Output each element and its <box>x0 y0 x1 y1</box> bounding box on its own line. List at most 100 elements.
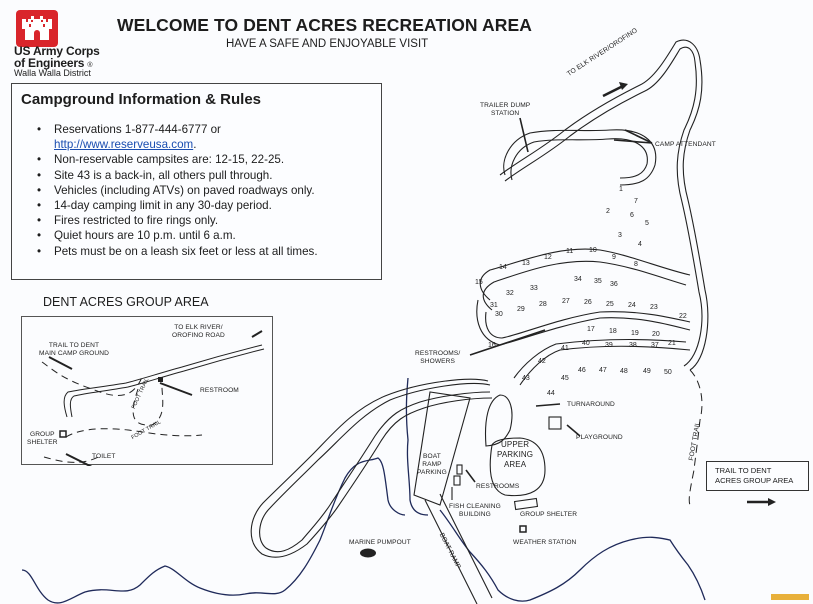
label-boat-parking: BOAT <box>423 453 441 460</box>
campsite-number: 25 <box>606 301 614 308</box>
arrow-head <box>768 498 776 506</box>
campsite-number: 27 <box>562 298 570 305</box>
campsite-number: 24 <box>628 302 636 309</box>
label-dump-station: TRAILER DUMP <box>480 102 531 109</box>
campsite-number: 44 <box>547 390 555 397</box>
label-playground: PLAYGROUND <box>576 434 623 441</box>
rule-punct: . <box>193 138 197 152</box>
label-restrooms-showers-2: SHOWERS <box>420 358 456 365</box>
campsite-number: 33 <box>530 285 538 292</box>
campsite-number: 32 <box>506 290 514 297</box>
campsite-number: 23 <box>650 304 658 311</box>
label-upper-parking-2: PARKING <box>497 450 534 459</box>
campsite-number: 17 <box>587 326 595 333</box>
campsite-number: 48 <box>620 368 628 375</box>
page-subtitle: HAVE A SAFE AND ENJOYABLE VISIT <box>226 38 429 50</box>
marine-pumpout-marker <box>360 548 376 558</box>
castle-icon <box>22 16 52 40</box>
label-trail-main: TRAIL TO DENT <box>48 342 100 349</box>
campsite-number: 37 <box>651 342 659 349</box>
campsite-number: 4 <box>638 241 642 248</box>
label-group-shelter: GROUP SHELTER <box>520 511 578 518</box>
trail-group-text-2: ACRES GROUP AREA <box>715 476 794 485</box>
campsite-number: 16 <box>488 342 496 349</box>
label-boat-parking-3: PARKING <box>417 469 447 476</box>
page-title: WELCOME TO DENT ACRES RECREATION AREA <box>117 15 532 35</box>
campsite-number: 26 <box>584 299 592 306</box>
label-toilet: TOILET <box>92 453 116 460</box>
campsite-number: 42 <box>538 358 546 365</box>
rules-panel: Campground Information & Rules Reservati… <box>11 83 382 280</box>
campsite-number: 20 <box>652 331 660 338</box>
campsite-number: 43 <box>522 375 530 382</box>
watermark-badge <box>771 594 809 600</box>
label-restroom: RESTROOM <box>200 387 239 394</box>
label-restrooms: RESTROOMS <box>476 483 520 490</box>
campsite-number: 41 <box>561 345 569 352</box>
campsite-number: 34 <box>574 276 582 283</box>
campsite-number: 18 <box>609 328 617 335</box>
campsite-number: 8 <box>634 261 638 268</box>
campsite-number: 14 <box>499 264 507 271</box>
campsite-number: 36 <box>610 281 618 288</box>
label-elk-river: TO ELK RIVER/ <box>174 324 223 331</box>
campsite-number: 19 <box>631 330 639 337</box>
label-fish-cleaning-2: BUILDING <box>458 511 491 518</box>
river-shoreline <box>21 377 706 604</box>
label-camp-attendant: CAMP ATTENDANT <box>655 141 716 148</box>
campsite-number: 11 <box>566 248 574 255</box>
parking-and-facilities <box>413 391 562 604</box>
campsite-number: 6 <box>630 212 634 219</box>
campsite-number: 7 <box>634 198 638 205</box>
campsite-number: 47 <box>599 367 607 374</box>
label-elk-river-2: OROFINO ROAD <box>172 332 225 339</box>
campsite-number: 15 <box>475 279 483 286</box>
rule-item: Fires restricted to fire rings only. <box>37 213 318 228</box>
org-line-2-text: of Engineers <box>14 56 85 70</box>
campsite-number: 2 <box>606 208 610 215</box>
org-line-1: US Army Corps <box>14 44 100 58</box>
leader-lines <box>465 117 653 483</box>
label-weather-station: WEATHER STATION <box>513 539 577 546</box>
usace-castle-logo <box>16 10 58 47</box>
campsite-number: 49 <box>643 368 651 375</box>
label-group-shelter: GROUP <box>29 431 55 438</box>
label-turnaround: TURNAROUND <box>567 401 615 408</box>
rule-item: Quiet hours are 10 p.m. until 6 a.m. <box>37 228 318 243</box>
foot-trail <box>688 369 703 506</box>
campsite-number: 5 <box>645 220 649 227</box>
label-upper-parking-3: AREA <box>503 460 527 469</box>
campsite-number: 29 <box>517 306 525 313</box>
label-upper-parking: UPPER <box>501 440 530 449</box>
reservation-link[interactable]: http://www.reserveusa.com <box>54 138 194 152</box>
rule-item: 14-day camping limit in any 30-day perio… <box>37 198 318 213</box>
campsite-number: 40 <box>582 340 590 347</box>
campsite-number: 12 <box>544 254 552 261</box>
rule-item: Non-reservable campsites are: 12-15, 22-… <box>37 152 318 167</box>
campsite-number: 30 <box>495 311 503 318</box>
campsite-number: 9 <box>612 254 616 261</box>
campsite-number: 1 <box>619 186 623 193</box>
org-line-2: of Engineers ® <box>14 57 100 72</box>
label-dump-station-2: STATION <box>491 110 520 117</box>
campsite-number: 50 <box>664 369 672 376</box>
label-boat-parking-2: RAMP <box>422 461 442 468</box>
campsite-number: 38 <box>629 342 637 349</box>
rule-item: Site 43 is a back-in, all others pull th… <box>37 168 318 183</box>
trail-group-text-1: TRAIL TO DENT <box>715 466 772 475</box>
rule-item: Reservations 1-877-444-6777 or http://www… <box>37 122 318 152</box>
group-area-drawing <box>41 330 265 466</box>
campsite-number: 28 <box>539 301 547 308</box>
label-restrooms-showers: RESTROOMS/ <box>415 350 461 357</box>
campsite-number: 31 <box>490 302 498 309</box>
org-name: US Army Corps of Engineers ® <box>14 45 100 72</box>
arrow-head <box>619 82 628 90</box>
group-area-title: DENT ACRES GROUP AREA <box>43 295 209 309</box>
label-marine-pumpout: MARINE PUMPOUT <box>349 539 411 546</box>
campsite-number: 10 <box>589 247 597 254</box>
campsite-number: 13 <box>522 260 530 267</box>
rule-text: Reservations 1-877-444-6777 or <box>54 123 221 136</box>
